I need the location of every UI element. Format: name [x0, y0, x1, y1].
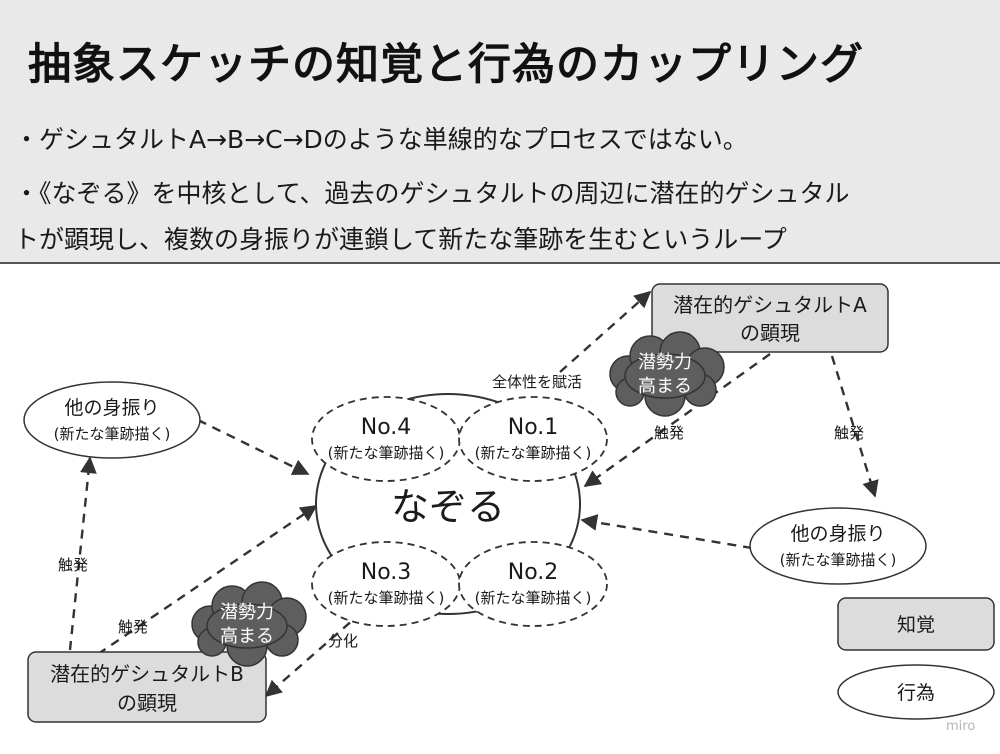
gesture-right-line2: (新たな筆跡描く) — [780, 551, 897, 569]
sub-node-no2: No.2 (新たな筆跡描く) — [458, 541, 608, 627]
edge-gestalt-b-to-gesture-left — [68, 456, 97, 651]
edge-label-zentaisei: 全体性を賦活 — [492, 373, 582, 391]
sub-node-no2-title: No.2 — [508, 560, 559, 585]
bullet-linear-process: ・ゲシュタルトA→B→C→Dのような単線的なプロセスではない。 — [14, 125, 748, 154]
gestalt-a-line1: 潜在的ゲシュタルトA — [673, 293, 867, 317]
edge-label-bunka: 分化 — [328, 632, 358, 650]
cloud-top-line2: 高まる — [638, 376, 692, 397]
edge-label-shokuhatsu-a-gesture: 触発 — [834, 424, 864, 442]
gesture-left-line1: 他の身振り — [64, 397, 159, 419]
sub-node-no3-sub: (新たな筆跡描く) — [328, 589, 445, 607]
edge-label-shokuhatsu-b-gesture: 触発 — [58, 556, 88, 574]
legend-perception-label: 知覚 — [897, 614, 935, 636]
gestalt-a-box: 潜在的ゲシュタルトA の顕現 — [651, 283, 889, 353]
sub-node-no1-title: No.1 — [508, 415, 559, 440]
cloud-bottom-line1: 潜勢力 — [220, 602, 274, 623]
gestalt-b-line2: の顕現 — [117, 691, 177, 715]
bullet-loop-line1: ・《なぞる》を中核として、過去のゲシュタルトの周辺に潜在的ゲシュタル — [14, 179, 850, 208]
edge-label-shokuhatsu-a-center: 触発 — [654, 424, 684, 442]
gesture-right-line1: 他の身振り — [790, 523, 885, 545]
cloud-potential-top: 潜勢力 高まる — [609, 331, 725, 417]
sub-node-no1: No.1 (新たな筆跡描く) — [458, 396, 608, 482]
cloud-top-line1: 潜勢力 — [638, 352, 692, 373]
cloud-bottom-line2: 高まる — [220, 626, 274, 647]
gesture-left-node: 他の身振り (新たな筆跡描く) — [23, 381, 201, 459]
edge-gestalt-a-to-center — [583, 353, 771, 487]
sub-node-no2-sub: (新たな筆跡描く) — [475, 589, 592, 607]
gestalt-a-line2: の顕現 — [740, 321, 800, 345]
sub-node-no3-title: No.3 — [361, 560, 412, 585]
sub-node-no3: No.3 (新たな筆跡描く) — [311, 541, 461, 627]
sub-node-no4-title: No.4 — [361, 415, 412, 440]
miro-watermark: miro — [946, 719, 975, 734]
nazoru-label: なぞる — [391, 485, 505, 529]
gesture-right-node: 他の身振り (新たな筆跡描く) — [749, 507, 927, 585]
coupling-diagram: なぞる No.4 (新たな筆跡描く) No.1 (新たな筆跡描く) No.3 (… — [0, 264, 1000, 750]
edge-center-to-gestalt-a — [559, 290, 652, 373]
legend-action-label: 行為 — [897, 682, 935, 704]
sub-node-no1-sub: (新たな筆跡描く) — [475, 444, 592, 462]
page-title: 抽象スケッチの知覚と行為のカップリング — [28, 40, 864, 90]
diagram-svg: なぞる No.4 (新たな筆跡描く) No.1 (新たな筆跡描く) No.3 (… — [23, 283, 995, 734]
cloud-potential-bottom: 潜勢力 高まる — [191, 581, 307, 667]
sub-node-no4-sub: (新たな筆跡描く) — [328, 444, 445, 462]
edge-center-to-gestalt-b — [264, 611, 363, 698]
edge-gesture-left-to-center — [197, 418, 310, 476]
bullet-loop-description: ・《なぞる》を中核として、過去のゲシュタルトの周辺に潜在的ゲシュタル トが顕現し… — [14, 171, 850, 263]
gesture-left-line2: (新たな筆跡描く) — [54, 425, 171, 443]
gestalt-b-line1: 潜在的ゲシュタルトB — [50, 662, 244, 686]
sub-node-no4: No.4 (新たな筆跡描く) — [311, 396, 461, 482]
bullet-loop-line2: トが顕現し、複数の身振りが連鎖して新たな筆跡を生むというループ — [14, 225, 787, 254]
legend-action: 行為 — [837, 664, 995, 720]
edge-gestalt-a-to-gesture-right — [830, 355, 879, 498]
header-panel: 抽象スケッチの知覚と行為のカップリング ・ゲシュタルトA→B→C→Dのような単線… — [0, 0, 1000, 264]
legend-perception: 知覚 — [837, 597, 995, 651]
gestalt-b-box: 潜在的ゲシュタルトB の顕現 — [27, 651, 267, 723]
edge-gesture-right-to-center — [580, 514, 753, 550]
edge-gestalt-b-to-center — [97, 505, 318, 655]
edge-label-shokuhatsu-b-center: 触発 — [118, 618, 148, 636]
